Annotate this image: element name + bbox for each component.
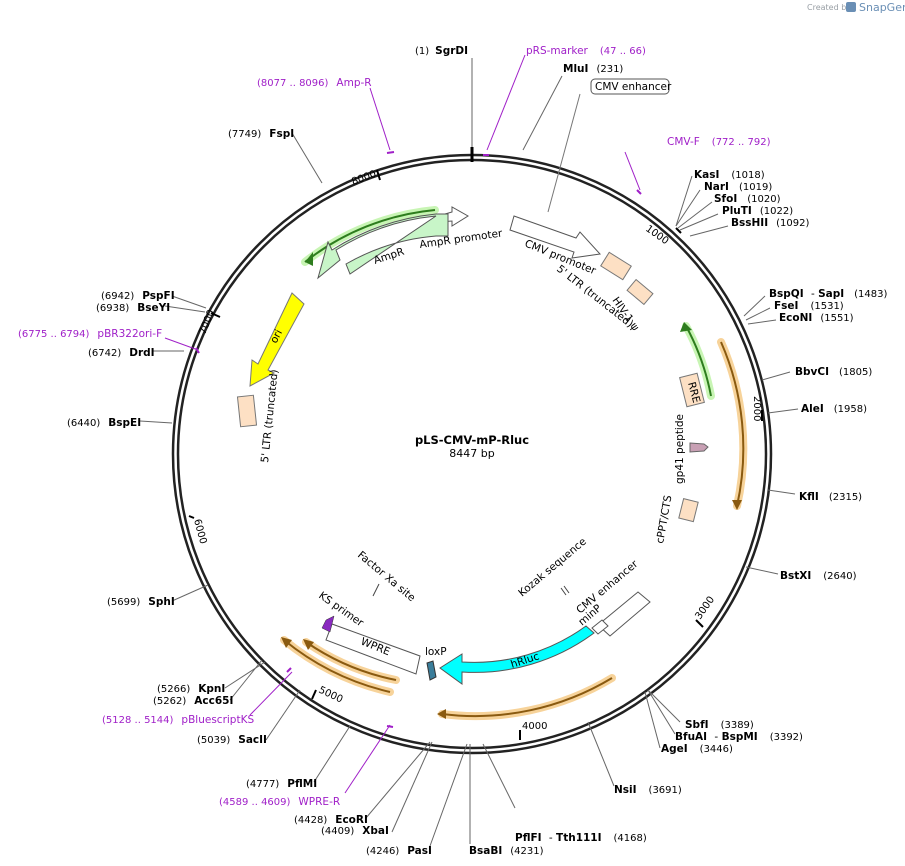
enzyme-agei: AgeI(3446) [661,743,733,755]
enzyme-xbai: (4409)XbaI [321,825,389,837]
enzyme-bseyi: (6938)BseYI [96,302,170,314]
hrluc-label: hRluc [509,650,541,671]
ks-primer-marker [321,615,335,633]
enzyme-bstxi: BstXI(2640) [780,570,857,582]
loxp-label: loxP [425,646,447,658]
enzyme-mlui: MluI(231) [563,63,623,75]
enzyme-leaders [139,58,799,847]
primer-pbr322ori-f: (6775 .. 6794)pBR322ori-F [18,328,162,340]
enzyme-fsei: FseI(1531) [774,300,844,312]
tick-label-8000: 8000 [350,169,378,188]
enzyme-fspi: (7749)FspI [228,128,294,140]
ltr5-left-box [236,394,258,428]
enzyme-alei: AleI(1958) [801,403,867,415]
enzyme-bspei: (6440)BspEI [67,417,141,429]
tick-label-4000: 4000 [522,721,547,732]
plasmid-length: 8447 bp [449,447,494,460]
enzyme-nsii: NsiI(3691) [614,784,682,796]
enzyme-bsabi: BsaBI(4231) [469,845,544,857]
enzyme-bbvci: BbvCI(1805) [795,366,872,378]
plasmid-name: pLS-CMV-mP-Rluc [415,433,529,447]
primer-wpre-r: (4589 .. 4609)WPRE-R [219,796,340,808]
ori-arrow [249,292,305,387]
enzyme-bsshii: BssHII(1092) [731,217,809,229]
loxp-marker [426,660,437,681]
cppt-label: cPPT/CTS [654,494,674,544]
primer-pbluescriptks: (5128 .. 5144)pBluescriptKS [102,714,254,726]
enzyme-sphi: (5699)SphI [107,596,175,608]
enzyme-pflmi: (4777)PflMI [246,778,317,790]
enzyme-pasi: (4246)PasI [366,845,432,857]
cppt-box [678,497,699,523]
cmv-enhancer-bottom-box [597,591,651,637]
cmv-enhancer-top-leader [547,93,581,213]
gp41-marker [689,442,709,453]
tick-label-3000: 3000 [693,595,717,622]
right-orange-orf-head [732,500,742,510]
tick-marks [188,169,763,740]
tick-label-6000: 6000 [191,518,208,545]
hrluc-arrow [439,625,595,685]
cmv-promoter-arrow [509,215,602,259]
tick-label-2000: 2000 [751,396,762,421]
wpre-box [325,623,421,675]
enzyme-kasi: KasI(1018) [694,169,765,181]
gp41-label: gp41 peptide [674,414,686,484]
enzyme-econi: EcoNI(1551) [779,312,854,324]
enzyme-pluti: PluTI(1022) [722,205,793,217]
credit-text: Created by [807,3,851,12]
enzyme-sacii: (5039)SacII [197,734,267,746]
ltr5-right-box [600,251,632,281]
snapgene-logo-icon [846,2,856,12]
factor-xa-mark [372,583,380,597]
primer-amp-r: (8077 .. 8096)Amp-R [257,77,372,89]
enzyme-sgrdi: (1)SgrDI [415,45,468,57]
left-orange-orf-2-line [305,641,397,681]
right-orange-orf-glow [717,338,748,510]
enzyme-kfli: KflI(2315) [799,491,862,503]
ampr-arrow [317,213,449,280]
cmv-enhancer-top-label: CMV enhancer [595,81,672,93]
primer-cmv-f: CMV-F(772 .. 792) [667,136,771,148]
ampr-orf-head [305,252,313,266]
bottom-orange-orf-head [437,709,446,719]
enzyme-drdi: (6742)DrdI [88,347,155,359]
kozak-mark-1 [560,587,567,596]
ampr-orf-line [304,209,436,263]
tick-label-7000: 7000 [198,308,218,336]
minp-box [591,619,609,635]
rre-box [679,372,705,408]
right-orange-orf-line [720,341,745,507]
ori-label: ori [268,328,285,346]
enzyme-nari: NarI(1019) [704,181,772,193]
credit-brand: SnapGene [859,1,905,14]
bottom-orange-orf-line [441,677,613,718]
primer-prs-marker: pRS-marker(47 .. 66) [526,45,646,57]
left-orange-orf-1-line [283,639,391,693]
cmv-enhancer-top-box [590,78,670,95]
left-orange-orf-2-head [303,639,314,650]
enzyme-pspfi: (6942)PspFI [101,290,175,302]
rre-label: RRE [685,381,702,405]
hiv-psi-box [626,278,654,306]
left-orange-orf-1-head [281,637,292,648]
enzyme-acc65i: (5262)Acc65I [153,695,233,707]
enzyme-kpni: (5266)KpnI [157,683,225,695]
ks-primer-label: KS primer [316,590,366,630]
tick-label-5000: 5000 [317,685,345,706]
enzyme-sfoi: SfoI(1020) [714,193,781,205]
enzyme-pflfi-tth111i: PflFI - Tth111I(4168) [515,832,647,844]
factor-xa-label: Factor Xa site [355,549,417,604]
kozak-label: Kozak sequence [516,536,589,600]
right-green-orf-head [680,322,692,332]
ltr5-left-label: 5' LTR (truncated) [259,369,281,463]
enzyme-bspqi-sapi: BspQI - SapI(1483) [769,288,888,300]
kozak-mark-2 [563,585,570,594]
enzyme-bfuai-bspmi: BfuAI - BspMI(3392) [675,731,803,743]
enzyme-sbfi: SbfI(3389) [685,719,754,731]
primer-leaders [164,54,642,794]
enzyme-ecori: (4428)EcoRI [294,814,368,826]
